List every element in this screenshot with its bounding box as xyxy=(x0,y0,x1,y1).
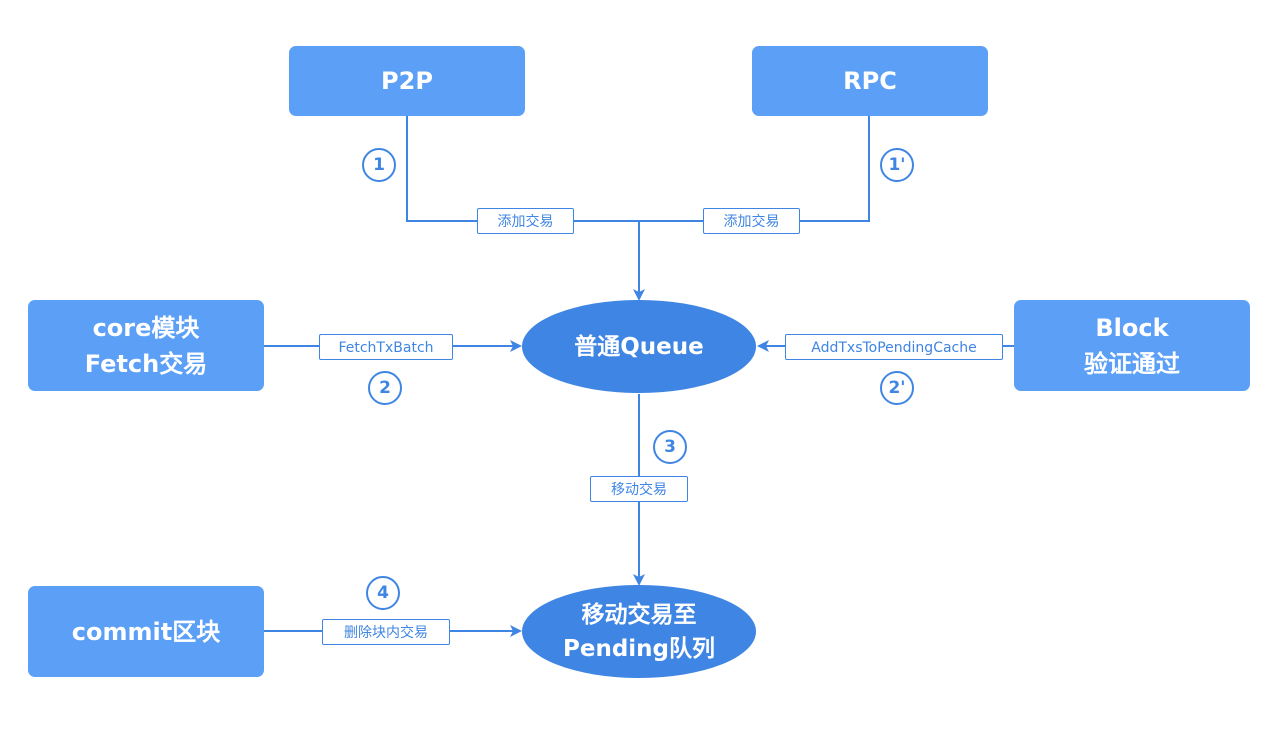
edge-label-core-fetch: FetchTxBatch xyxy=(319,334,453,360)
node-pending-queue: 移动交易至 Pending队列 xyxy=(522,585,756,678)
edge-label-p2p-add: 添加交易 xyxy=(477,208,574,234)
step-badge-3: 3 xyxy=(653,430,687,464)
edge-label-block-add: AddTxsToPendingCache xyxy=(785,334,1003,360)
node-pending-queue-line1: 移动交易至 xyxy=(581,601,697,628)
node-block-verify-line2: 验证通过 xyxy=(1084,349,1180,378)
node-block-verify-line1: Block xyxy=(1095,313,1169,342)
edge-rpc-to-queue xyxy=(639,116,870,222)
node-commit-block-label: commit区块 xyxy=(71,617,221,646)
node-p2p: P2P xyxy=(289,46,525,116)
node-rpc: RPC xyxy=(752,46,988,116)
edge-label-rpc-add: 添加交易 xyxy=(703,208,800,234)
step-badge-1-prime: 1' xyxy=(880,148,914,182)
node-core-fetch-line2: Fetch交易 xyxy=(84,349,208,378)
node-block-verify: Block 验证通过 xyxy=(1014,300,1250,391)
edge-label-commit-delete: 删除块内交易 xyxy=(322,619,450,645)
edge-p2p-to-queue xyxy=(406,116,639,222)
node-core-fetch-line1: core模块 xyxy=(92,313,200,342)
step-badge-2-prime: 2' xyxy=(880,371,914,405)
node-p2p-label: P2P xyxy=(381,67,433,95)
step-badge-2: 2 xyxy=(368,371,402,405)
edge-label-move: 移动交易 xyxy=(590,476,688,502)
node-pending-queue-line2: Pending队列 xyxy=(562,635,715,662)
step-badge-4: 4 xyxy=(366,576,400,610)
node-normal-queue-label: 普通Queue xyxy=(574,333,704,360)
step-badge-1: 1 xyxy=(362,148,396,182)
node-normal-queue: 普通Queue xyxy=(522,300,756,393)
node-commit-block: commit区块 xyxy=(28,586,264,677)
node-core-fetch: core模块 Fetch交易 xyxy=(28,300,264,391)
node-rpc-label: RPC xyxy=(843,67,897,95)
